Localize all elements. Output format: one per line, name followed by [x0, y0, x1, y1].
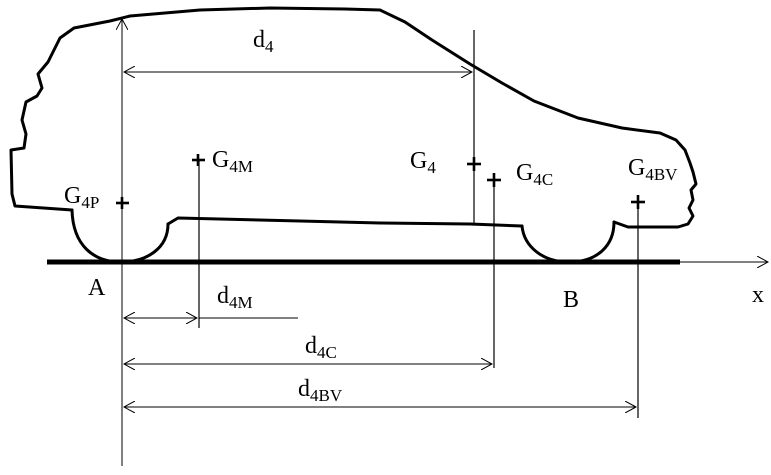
car-body-outline [9, 6, 698, 229]
g4p-marker [116, 197, 129, 209]
point-a-label: A [88, 275, 106, 301]
rear-wheel-arch [70, 208, 170, 264]
g4c-marker [487, 173, 501, 187]
g4-marker [467, 157, 481, 171]
rocker-panel [166, 216, 524, 228]
d4m-label: d4M [217, 283, 253, 312]
d4-label: d4 [253, 27, 274, 56]
g4m-marker [192, 154, 205, 166]
point-b-label: B [563, 287, 579, 313]
front-wheel-arch [520, 220, 616, 264]
d4c-label: d4C [305, 333, 337, 362]
g4-label: G4 [410, 148, 436, 177]
x-axis-label: x [752, 282, 764, 308]
g4bv-marker [631, 195, 645, 209]
g4c-label: G4C [516, 160, 553, 189]
d4bv-label: d4BV [298, 376, 343, 405]
g4m-label: G4M [212, 147, 253, 176]
g4bv-label: G4BV [628, 155, 678, 184]
g4p-label: G4P [64, 183, 99, 212]
